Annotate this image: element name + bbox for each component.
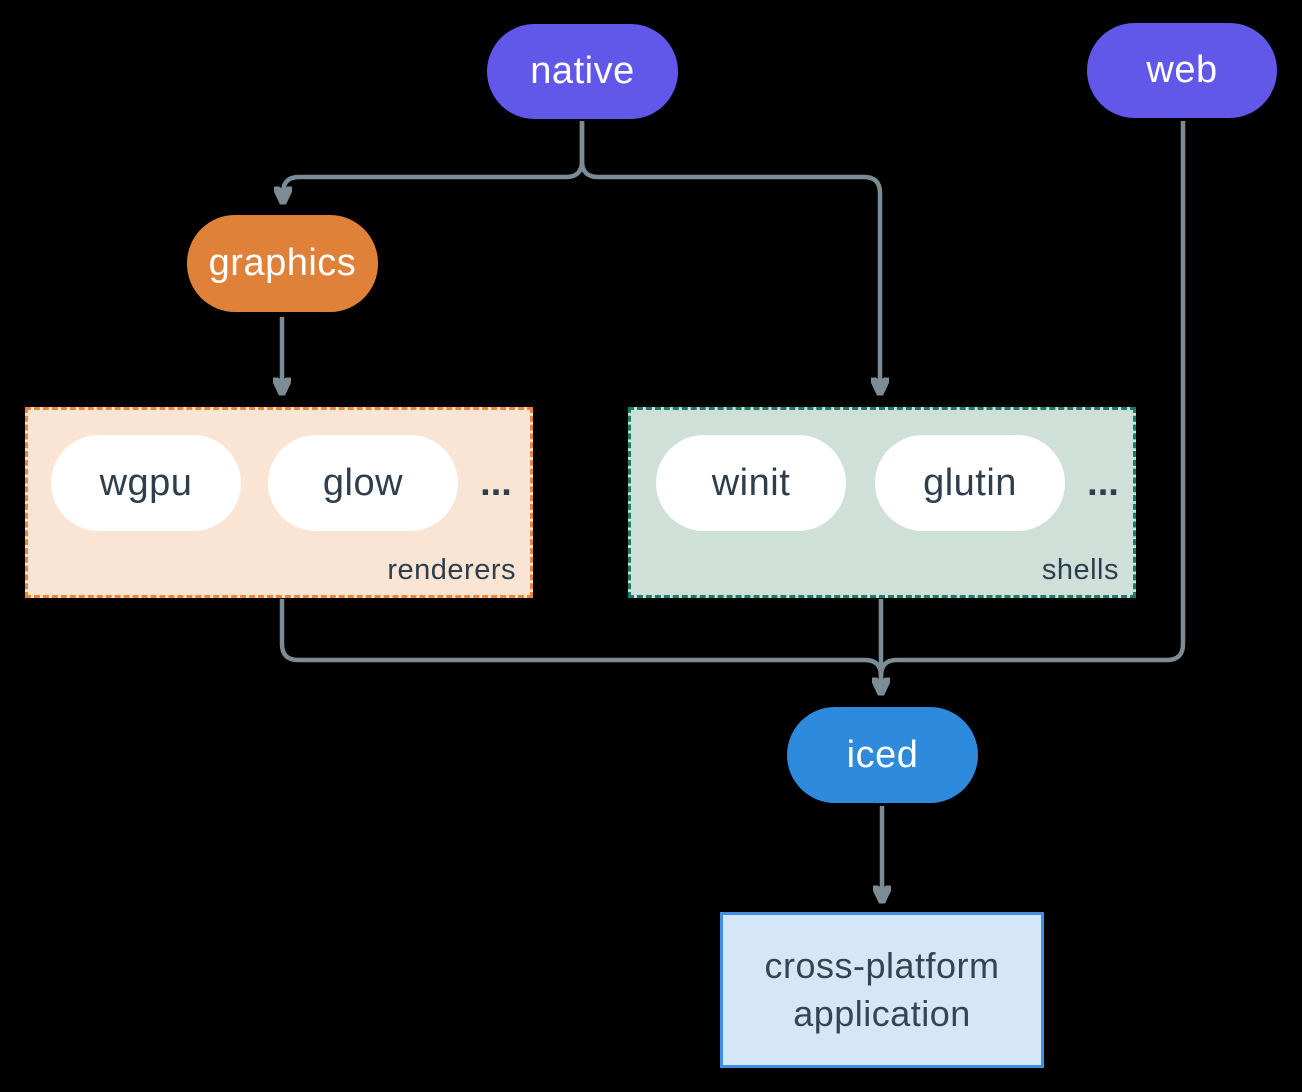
node-graphics: graphics (187, 215, 378, 312)
renderers-ellipsis: ... (480, 461, 512, 504)
node-iced-label: iced (846, 733, 919, 776)
node-cross-platform-application: cross-platform application (720, 912, 1044, 1068)
pill-glow-label: glow (322, 461, 404, 504)
edge-native-to-graphics (283, 121, 585, 200)
group-label-renderers: renderers (387, 554, 516, 586)
group-label-shells: shells (1041, 554, 1119, 586)
shells-ellipsis: ... (1087, 461, 1119, 504)
node-graphics-label: graphics (208, 242, 357, 284)
edge-native-to-shells (579, 121, 880, 391)
pill-winit-label: winit (711, 461, 791, 504)
pill-winit: winit (656, 435, 846, 531)
node-native: native (487, 24, 678, 119)
pill-glutin: glutin (875, 435, 1065, 531)
node-iced: iced (787, 707, 978, 803)
node-web: web (1087, 23, 1277, 118)
node-native-label: native (530, 50, 635, 92)
node-web-label: web (1146, 49, 1218, 91)
application-label-line2: application (793, 993, 971, 1034)
group-renderers: wgpu glow ... renderers (25, 407, 533, 598)
pill-glutin-label: glutin (923, 461, 1017, 504)
edge-renderers-to-merge (279, 599, 884, 677)
group-shells: winit glutin ... shells (628, 407, 1136, 598)
pill-wgpu-label: wgpu (99, 461, 193, 504)
application-label-line1: cross-platform (764, 945, 1000, 986)
pill-glow: glow (268, 435, 458, 531)
pill-wgpu: wgpu (51, 435, 241, 531)
